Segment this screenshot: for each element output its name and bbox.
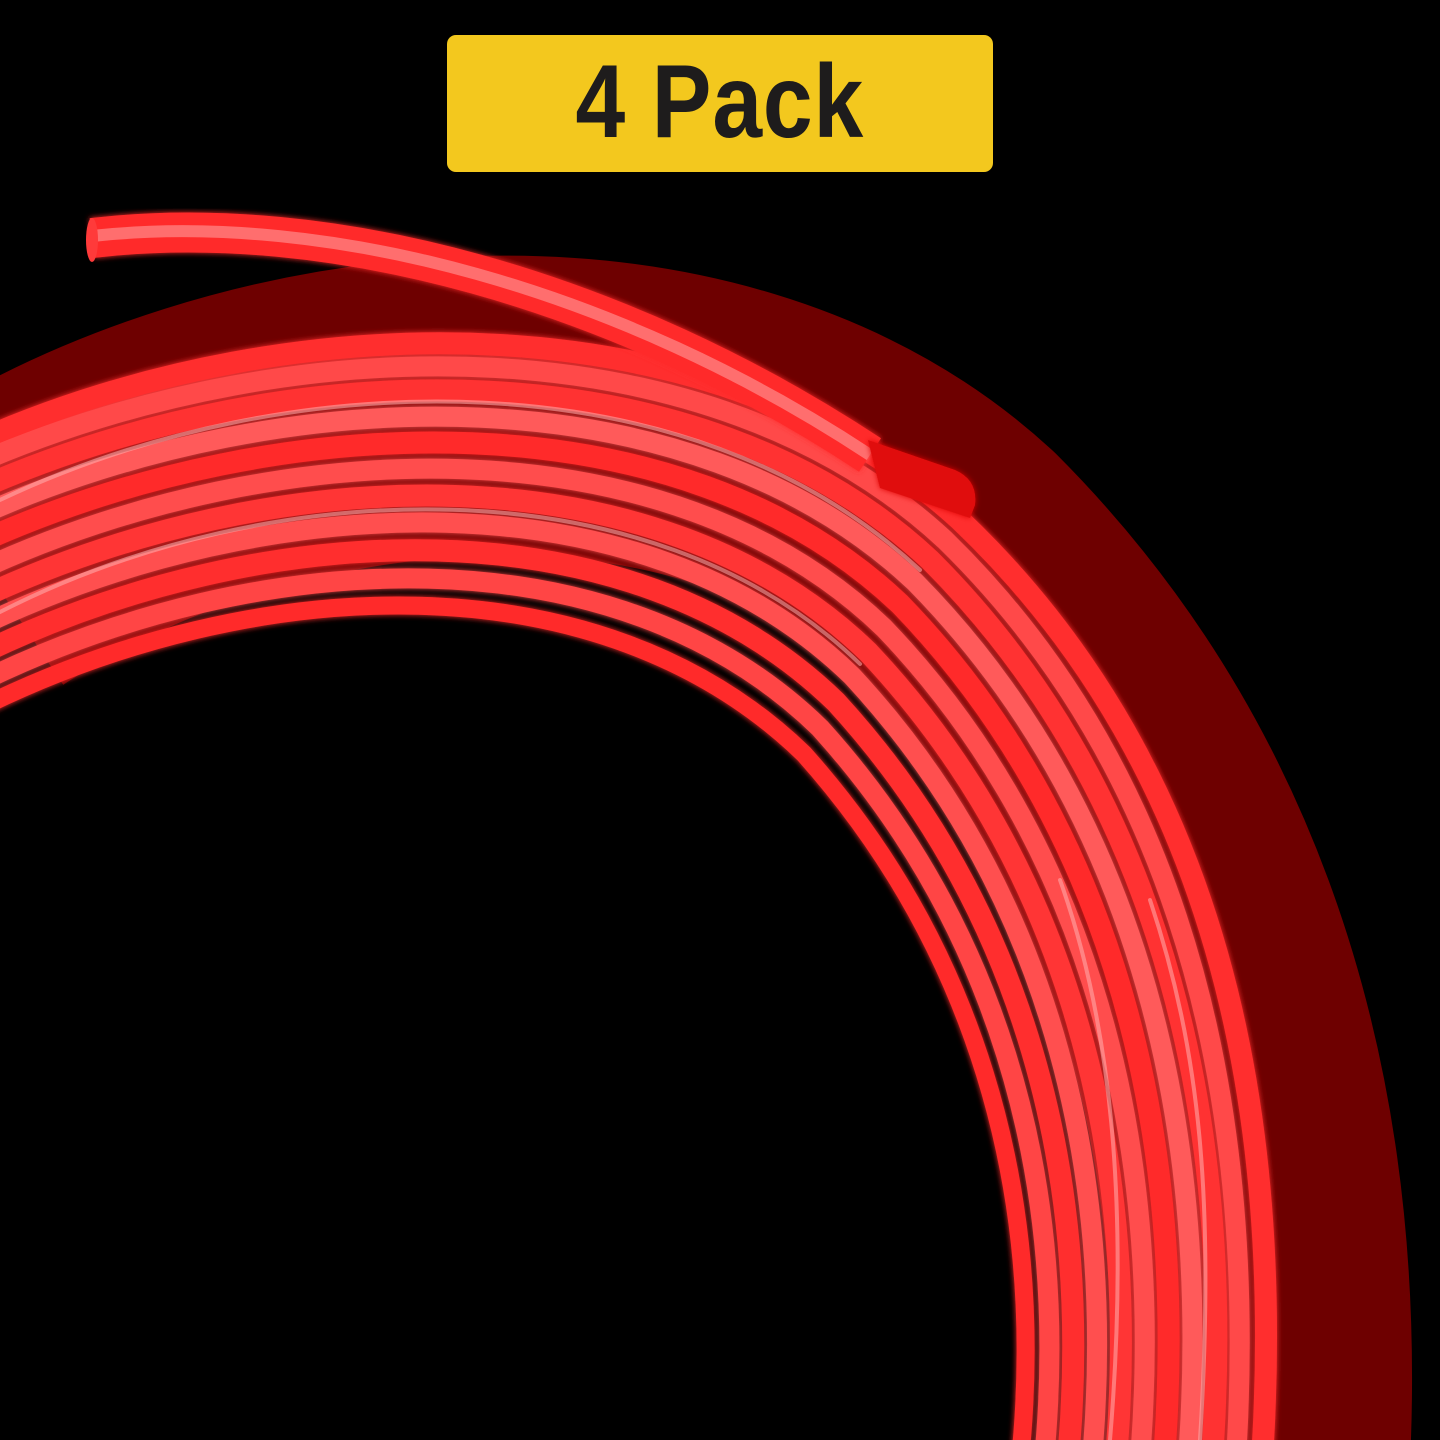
pack-count-badge: 4 Pack	[447, 35, 993, 172]
pack-count-label: 4 Pack	[575, 43, 865, 160]
